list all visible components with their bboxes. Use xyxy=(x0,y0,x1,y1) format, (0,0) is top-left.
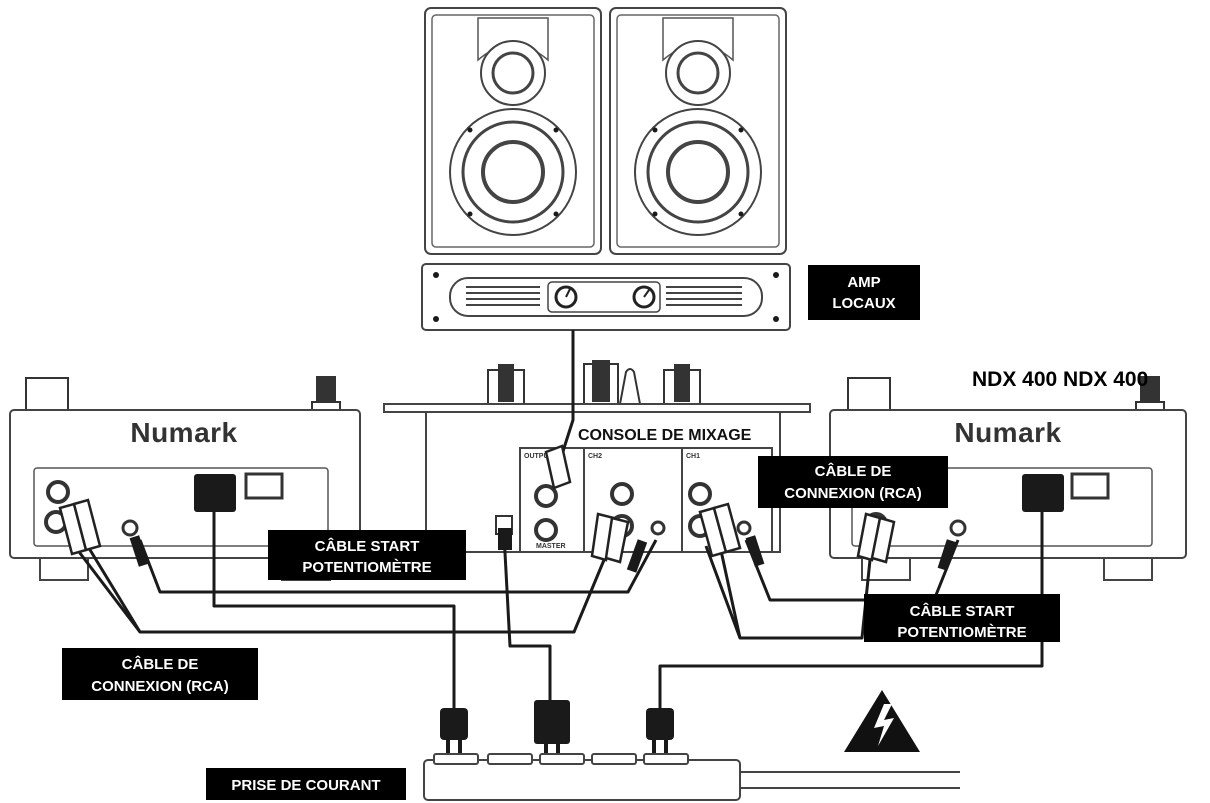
power-outlet-label: PRISE DE COURANT xyxy=(231,777,380,794)
mixer-label: CONSOLE DE MIXAGE xyxy=(578,427,752,444)
rca-cable-left-label-box xyxy=(62,648,258,700)
left-speaker-icon xyxy=(424,7,602,255)
mixer-panel-ch2: CH2 xyxy=(588,453,602,460)
high-voltage-warning-icon xyxy=(844,690,920,752)
left-player-brand: Numark xyxy=(130,417,237,448)
start-cable-right-label-line-1: CÂBLE START xyxy=(910,602,1015,620)
rca-cable-right-label-line-2: CONNEXION (RCA) xyxy=(784,485,922,502)
amp-label-box xyxy=(808,265,920,320)
power-outlet-label-box xyxy=(206,768,406,800)
mixer-panel-output: OUTPUT xyxy=(524,453,554,460)
jack-plugs xyxy=(129,528,957,573)
rca-cable-left-label-line-2: CONNEXION (RCA) xyxy=(91,678,229,695)
rca-cable-left-label-line-1: CÂBLE DE xyxy=(122,655,199,673)
rca-cable-right-label-box xyxy=(758,456,948,508)
mixer-panel-master: MASTER xyxy=(536,543,566,550)
rca-plugs xyxy=(58,444,896,564)
right-player-brand: Numark xyxy=(954,417,1061,448)
rca-cable-right-label-line-1: CÂBLE DE xyxy=(815,462,892,480)
start-cable-right-label-line-2: POTENTIOMÈTRE xyxy=(897,624,1026,641)
power-strip-icon xyxy=(423,753,960,801)
right-speaker-icon xyxy=(609,7,787,255)
power-plug-icon xyxy=(440,700,674,758)
player-model-label: NDX 400 NDX 400 xyxy=(972,368,1148,391)
amp-label-line-1: AMP xyxy=(847,274,880,291)
start-cable-left-label-box xyxy=(268,530,466,580)
cables xyxy=(68,330,1044,708)
start-cable-right-label-box xyxy=(864,594,1060,642)
start-cable-left-label-line-1: CÂBLE START xyxy=(315,537,420,555)
amp-label-line-2: LOCAUX xyxy=(832,295,895,312)
start-cable-left-label-line-2: POTENTIOMÈTRE xyxy=(302,559,431,576)
amplifier-icon xyxy=(421,263,791,331)
left-cd-player-icon xyxy=(9,376,361,581)
mixer-panel-ch1: CH1 xyxy=(686,453,700,460)
